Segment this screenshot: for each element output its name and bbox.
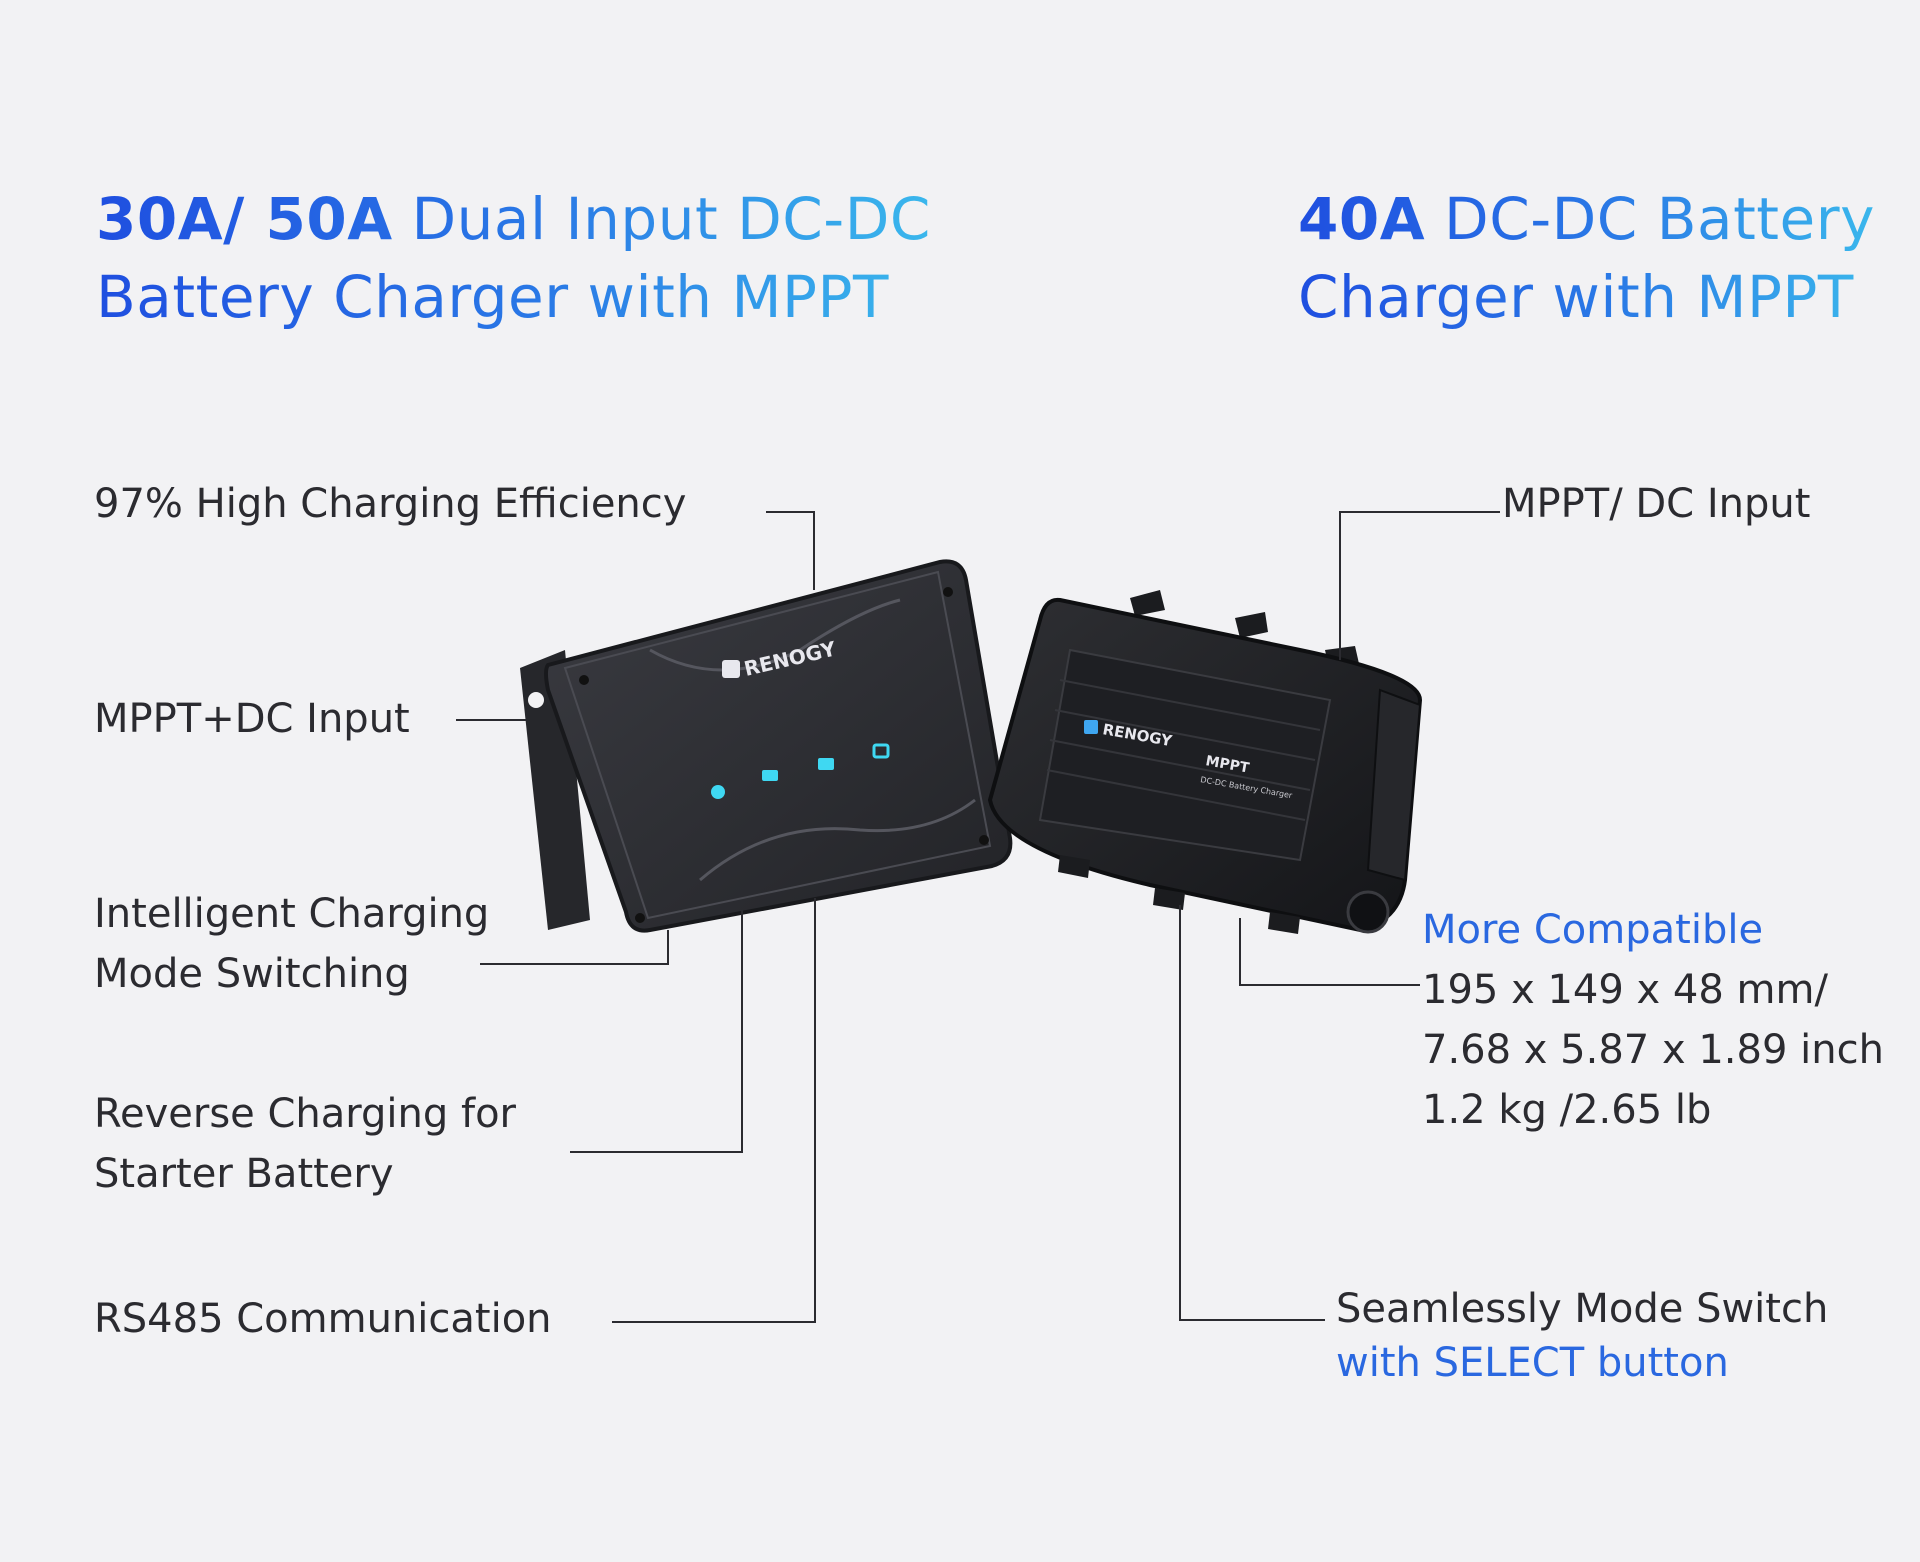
led-solar-icon [711,785,725,799]
leader-dimensions [1239,918,1420,986]
led-vehicle-icon [762,770,778,781]
right-product-title: 40A DC-DC Battery Charger with MPPT [1298,180,1875,336]
feature-mode-switching: Intelligent Charging Mode Switching [94,891,490,997]
dual-input-charger-image: RENOGY [520,559,1013,933]
dimensions-mm: 195 x 149 x 48 mm/ [1422,967,1828,1013]
right-title-line2: Charger with MPPT [1298,258,1875,336]
feature-compatible-specs: More Compatible 195 x 149 x 48 mm/ 7.68 … [1422,900,1884,1140]
feature-reverse-charging: Reverse Charging for Starter Battery [94,1091,516,1197]
led-battery-icon [818,758,834,770]
weight: 1.2 kg /2.65 lb [1422,1087,1712,1133]
dc-dc-charger-image: RENOGY MPPT DC-DC Battery Charger [987,590,1423,934]
feature-dual-input: MPPT+DC Input [94,696,410,742]
feature-mppt-dc-input: MPPT/ DC Input [1502,481,1811,527]
leader-mppt-input [1339,511,1500,660]
status-led-icons [711,743,890,799]
leader-efficiency [766,511,815,590]
dimensions-inch: 7.68 x 5.87 x 1.89 inch [1422,1027,1884,1073]
led-status-icon [872,743,890,759]
right-device-model: MPPT [1204,753,1251,776]
feature-efficiency: 97% High Charging Efficiency [94,481,687,527]
compatible-heading: More Compatible [1422,907,1764,953]
leader-reverse-charging [570,910,743,1153]
leader-rs485 [612,898,816,1323]
feature-select-button: Seamlessly Mode Switch with SELECT butto… [1336,1286,1829,1386]
left-product-title: 30A/ 50A Dual Input DC-DC Battery Charge… [96,180,931,336]
leader-select-button [1179,905,1325,1321]
left-title-line2: Battery Charger with MPPT [96,258,931,336]
leader-mode-switching [480,930,669,965]
feature-rs485: RS485 Communication [94,1296,552,1342]
